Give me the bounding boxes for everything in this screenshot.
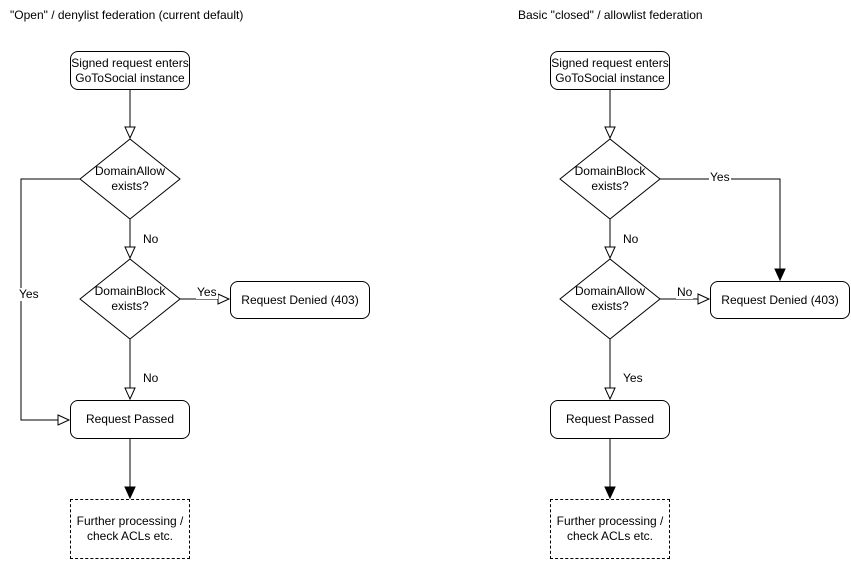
left-denied-node: Request Denied (403) xyxy=(230,281,370,319)
left-passed-node: Request Passed xyxy=(70,400,190,439)
edge-right-decision1-yes xyxy=(660,178,786,282)
left-decision1-no-label: No xyxy=(142,232,160,246)
right-decision1-yes-label: Yes xyxy=(709,170,731,184)
left-decision2-diamond xyxy=(79,258,181,340)
left-decision2-no-label: No xyxy=(142,371,160,385)
left-decision2-yes-label: Yes xyxy=(196,285,218,299)
left-decision1-diamond xyxy=(79,138,181,220)
right-decision2-yes-label: Yes xyxy=(622,371,644,385)
right-passed-node: Request Passed xyxy=(550,400,670,439)
right-denied-node: Request Denied (403) xyxy=(710,281,850,319)
right-further-node: Further processing / check ACLs etc. xyxy=(550,499,670,559)
right-decision1-diamond xyxy=(559,138,661,220)
right-start-node: Signed request enters GoToSocial instanc… xyxy=(550,51,670,90)
right-decision1-no-label: No xyxy=(622,232,640,246)
left-flow-title: "Open" / denylist federation (current de… xyxy=(10,8,244,22)
right-flow-title: Basic "closed" / allowlist federation xyxy=(518,8,703,22)
right-decision2-no-label: No xyxy=(676,285,694,299)
left-decision1-yes-label: Yes xyxy=(18,287,40,301)
left-further-node: Further processing / check ACLs etc. xyxy=(70,499,190,559)
left-start-node: Signed request enters GoToSocial instanc… xyxy=(70,51,190,90)
right-decision2-diamond xyxy=(559,258,661,340)
